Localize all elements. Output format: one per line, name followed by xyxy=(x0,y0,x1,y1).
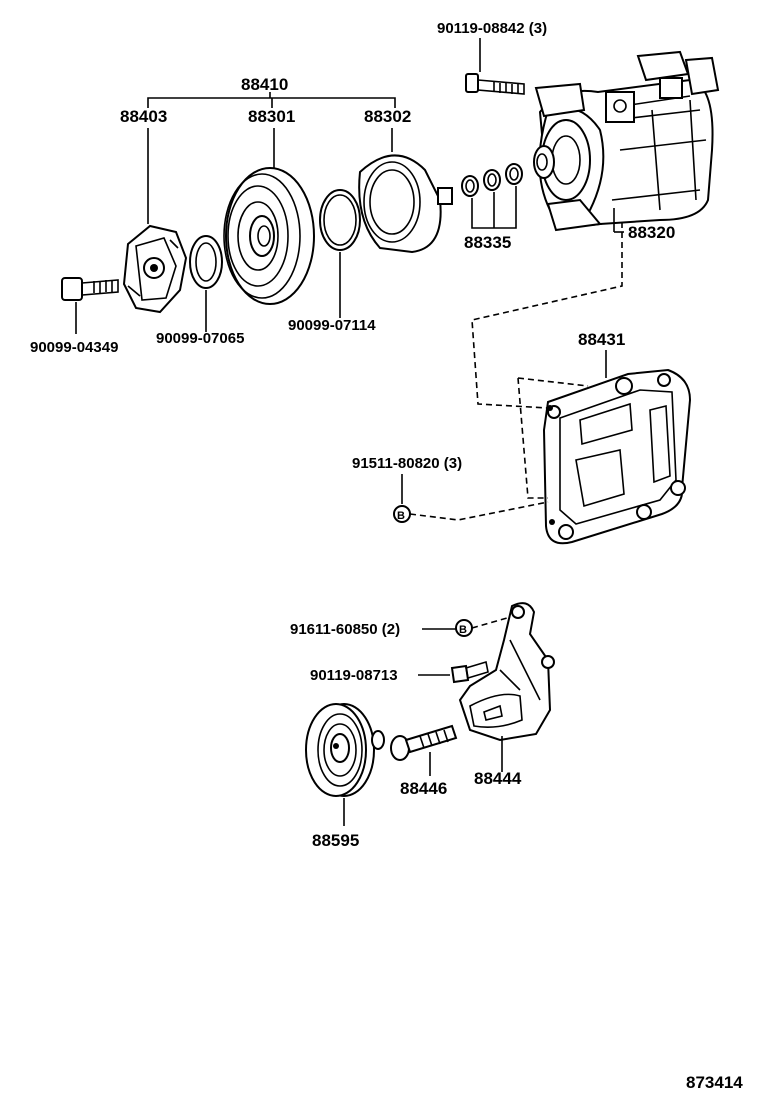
pulley-part xyxy=(223,167,315,305)
label-bolt-idler: 91611-60850 (2) xyxy=(290,621,400,638)
label-idler-bracket: 88444 xyxy=(474,769,522,788)
idler-bracket-part xyxy=(458,602,555,742)
label-shims: 88335 xyxy=(464,233,511,252)
snap-ring-2-part xyxy=(319,189,361,318)
label-stator: 88302 xyxy=(364,107,411,126)
compressor-part xyxy=(533,50,720,232)
snap-ring-1-part xyxy=(189,235,223,332)
dash-idler-bracket xyxy=(471,615,515,629)
ref-b-marker-2: B xyxy=(455,619,473,637)
svg-text:B: B xyxy=(459,624,467,636)
dash-bracket-bolts xyxy=(409,377,589,521)
label-compressor: 88320 xyxy=(628,223,675,242)
idler-pulley-part xyxy=(305,703,385,797)
bolt-top-part xyxy=(465,38,525,95)
idler-bolt-part xyxy=(390,724,458,761)
diagram-id: 873414 xyxy=(686,1073,743,1092)
label-idler-bolt: 88446 xyxy=(400,779,447,798)
label-bolt-top: 90119-08842 (3) xyxy=(437,20,547,37)
label-bolt-bracket: 91511-80820 (3) xyxy=(352,455,462,472)
label-bracket: 88431 xyxy=(578,330,625,349)
ref-b-marker-1: B xyxy=(393,505,411,523)
label-pulley: 88301 xyxy=(248,107,295,126)
stator-part xyxy=(358,154,453,254)
label-bolt-small: 90119-08713 xyxy=(310,667,398,684)
clutch-assy-bracket-line xyxy=(147,92,396,108)
compressor-bracket-part xyxy=(542,368,692,545)
label-snap-ring-2: 90099-07114 xyxy=(288,317,376,334)
shims-part xyxy=(461,163,523,229)
clutch-hub-part xyxy=(122,224,188,314)
label-snap-ring-1: 90099-07065 xyxy=(156,330,244,347)
label-clutch-assy: 88410 xyxy=(241,75,288,94)
bolt-hub-part xyxy=(61,277,119,334)
label-hub: 88403 xyxy=(120,107,167,126)
dash-compressor-bracket xyxy=(471,222,623,409)
svg-text:B: B xyxy=(397,510,405,522)
label-idler-pulley: 88595 xyxy=(312,831,359,850)
bolt-small-part xyxy=(450,660,489,684)
label-bolt-hub: 90099-04349 xyxy=(30,339,118,356)
